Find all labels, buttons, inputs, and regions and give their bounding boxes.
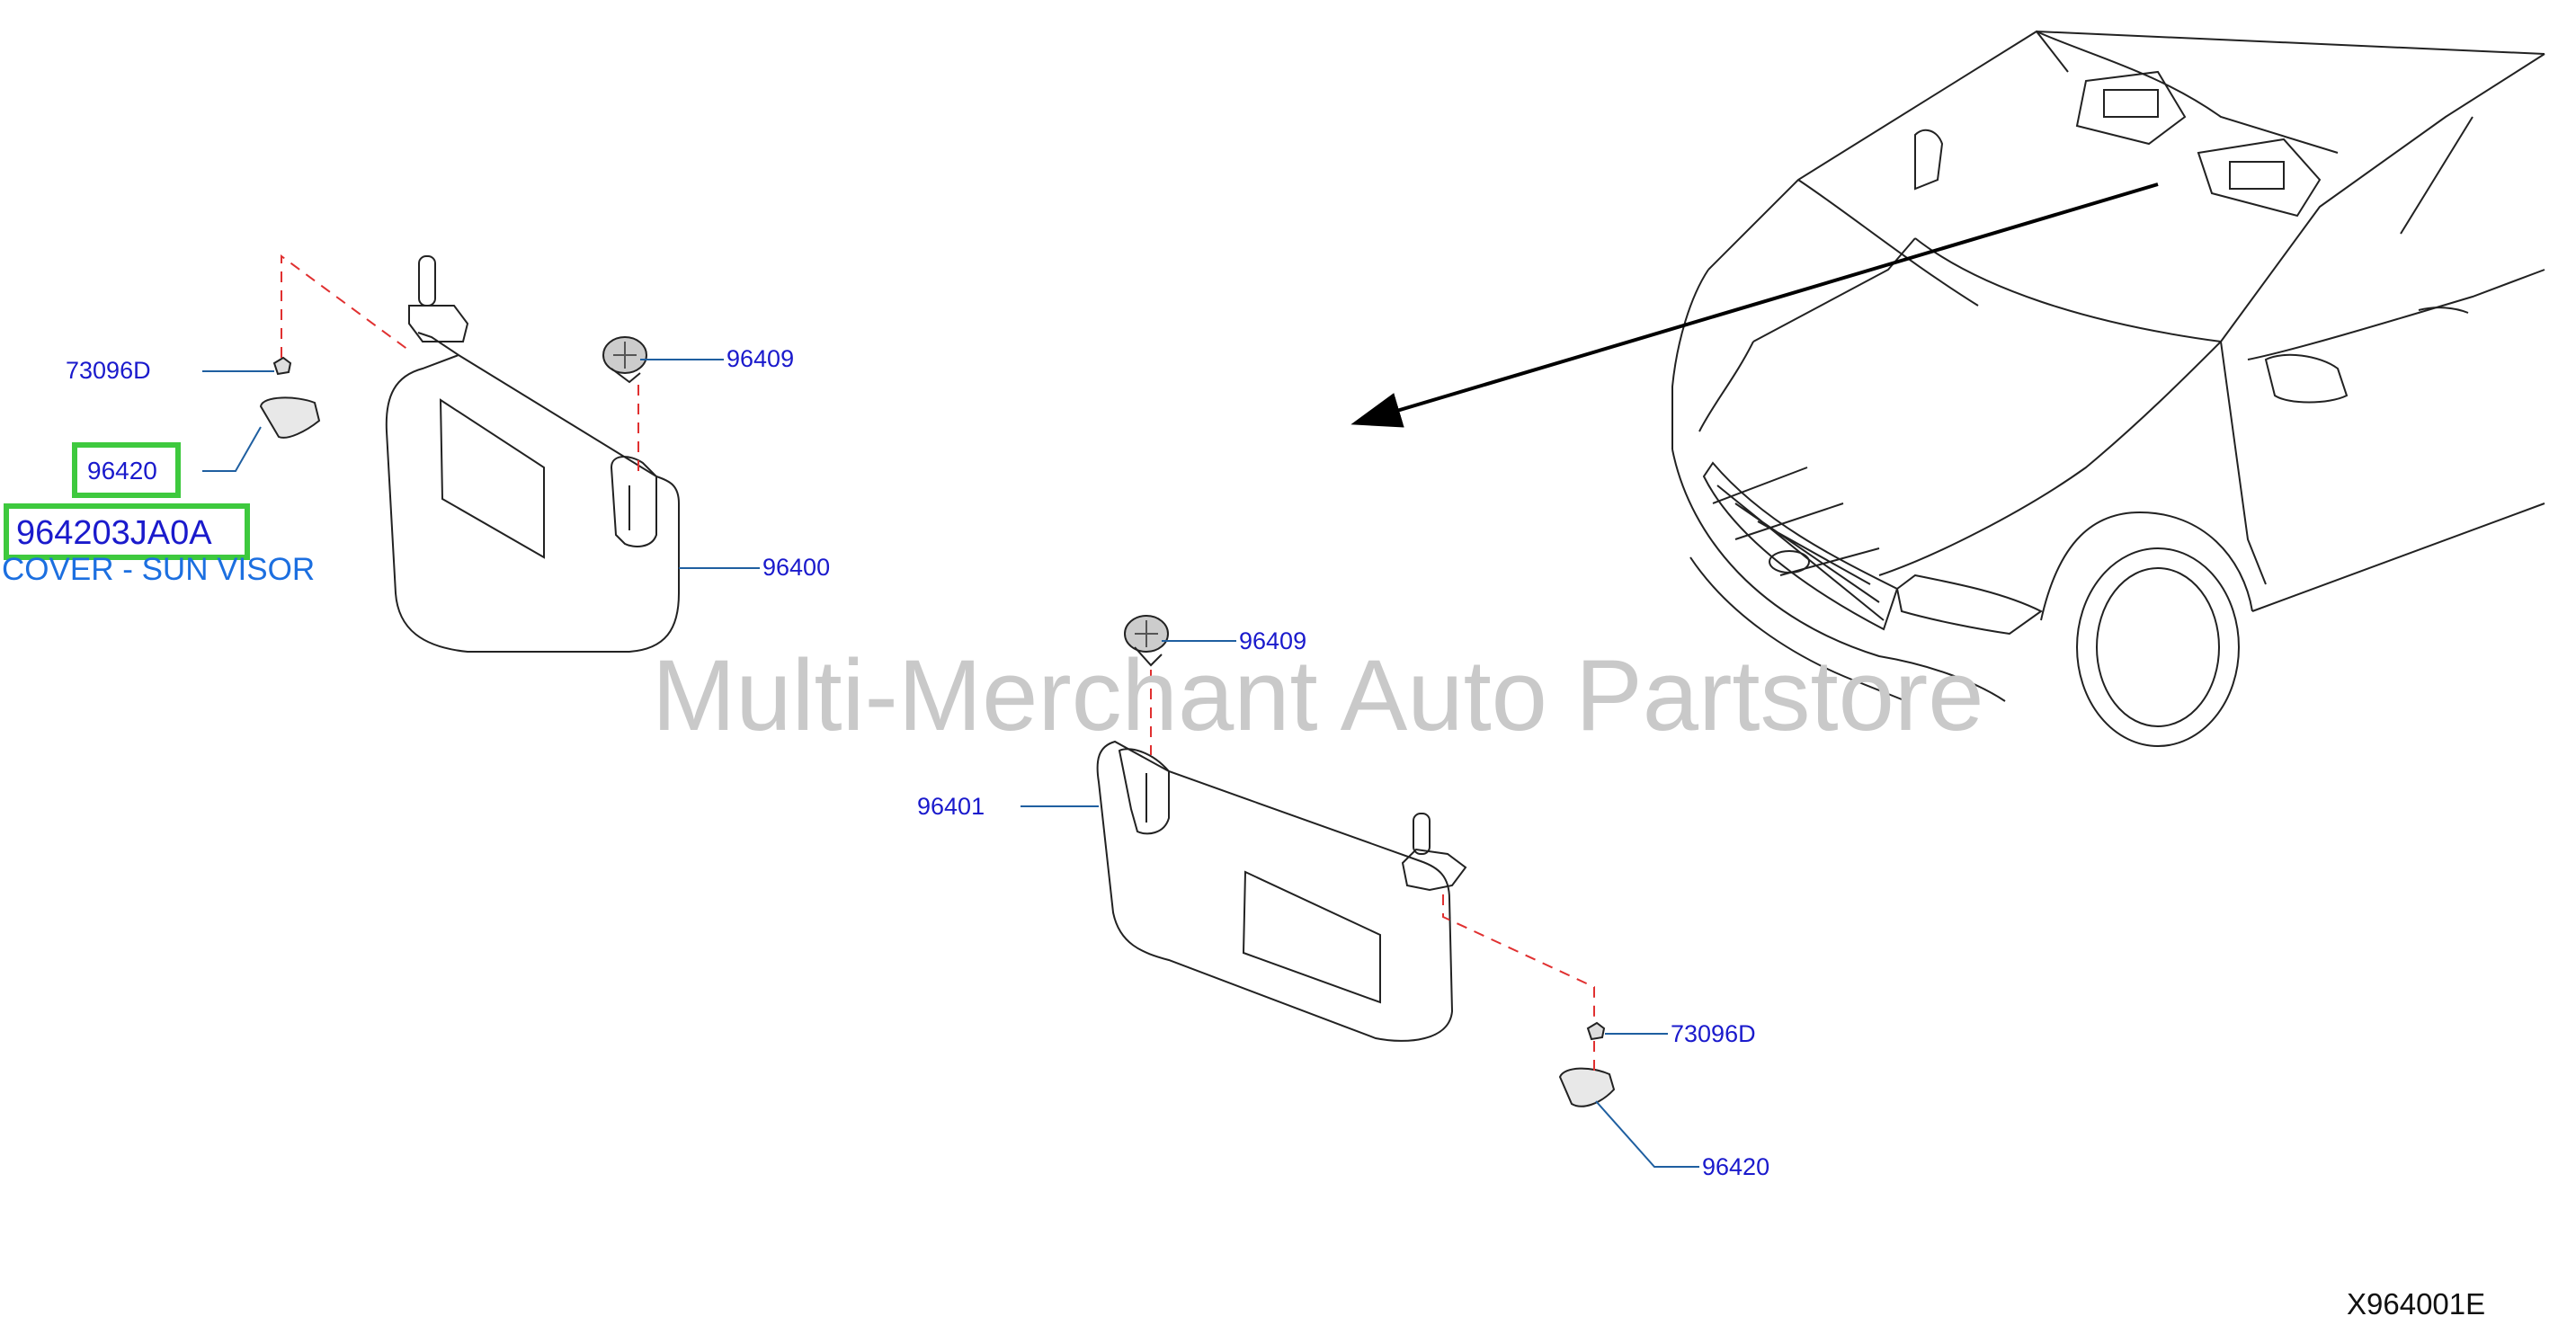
callout-clip-right[interactable]: 73096D <box>1671 1020 1756 1047</box>
right-visor-holder <box>1124 615 1169 667</box>
vehicle-outline <box>1671 30 2545 747</box>
highlight-box-part-number <box>4 503 250 560</box>
left-dashed-guides <box>281 254 639 472</box>
highlight-box-callout <box>72 442 181 498</box>
right-leaders <box>1021 640 1699 1168</box>
left-visor-holder <box>602 336 647 384</box>
right-cover <box>1558 1067 1616 1107</box>
left-sun-visor <box>385 255 680 653</box>
callout-visor-right[interactable]: 96401 <box>917 793 985 820</box>
callout-cover-right[interactable]: 96420 <box>1702 1153 1770 1180</box>
right-sun-visor <box>1096 740 1467 1042</box>
callout-cover-left[interactable]: 96420 <box>87 457 157 485</box>
left-cover <box>259 396 321 439</box>
pointer-arrow <box>1350 182 2159 428</box>
callout-clip-left[interactable]: 73096D <box>66 357 151 384</box>
left-clip <box>272 356 292 376</box>
callout-holder-right[interactable]: 96409 <box>1239 627 1307 654</box>
callout-visor-left[interactable]: 96400 <box>762 554 831 581</box>
watermark: Multi-Merchant Auto Partstore <box>652 639 1984 751</box>
callout-holder-left[interactable]: 96409 <box>726 345 795 372</box>
right-dashed-guides <box>1150 670 1595 1072</box>
right-clip <box>1586 1021 1606 1041</box>
figure-id: X964001E <box>2347 1287 2486 1321</box>
part-number[interactable]: 964203JA0A <box>16 514 212 552</box>
part-description: COVER - SUN VISOR <box>2 552 316 587</box>
left-leaders <box>202 359 760 569</box>
